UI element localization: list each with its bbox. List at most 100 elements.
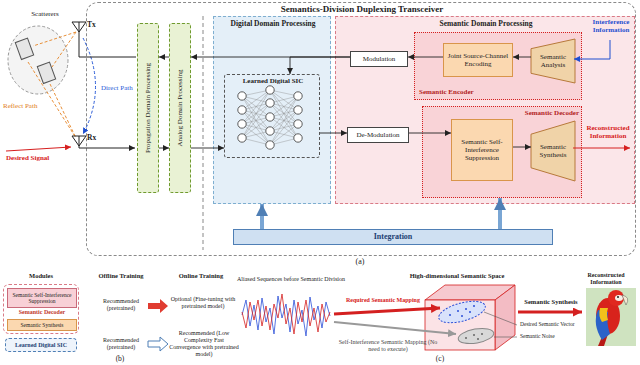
text-label: High-dimensional Semantic Space [392, 272, 522, 279]
synthesis-arrow [518, 311, 582, 314]
integration-bar: Integration [233, 229, 553, 245]
node-text: De-Modulation [356, 131, 399, 139]
offline-online-arrow [148, 299, 168, 313]
node-text: Semantic Encoder [419, 88, 509, 96]
node-text: Semantic Self-Interference Suppression [454, 138, 510, 162]
scatterer-cloud [8, 26, 68, 94]
desired-vector-cluster [436, 297, 487, 327]
semantic-noise-cluster [457, 326, 495, 346]
node-text: Semantic Synthesis [21, 322, 64, 328]
text-label: Recommended (pretrained) [94, 337, 148, 351]
signal-arrow [513, 57, 531, 58]
node-text: Semantic Synthesis [533, 143, 573, 159]
semantic-decoder-group: Semantic DecoderSemantic Self-Interferen… [422, 106, 582, 198]
node-text: Digital Domain Processing [214, 20, 332, 29]
signal-arrow [290, 57, 350, 74]
text-label: (a) [350, 257, 370, 266]
desired-vector-dots [449, 305, 475, 317]
integration-arrow [498, 198, 502, 229]
text-label: Reconstructed Information [574, 272, 638, 286]
text-label: (b) [110, 355, 130, 364]
node-text: Semantic Domain Processing [336, 20, 636, 29]
semantic-synthesis-trapezoid: Semantic Synthesis [531, 121, 575, 181]
semantic-space-side [495, 285, 515, 350]
text-label: Reflect Path [3, 102, 43, 110]
node-text: Semantic Decoder [4, 309, 80, 316]
desired-signal-arrow [6, 147, 71, 151]
rx-feed [79, 136, 135, 148]
integration-arrow [260, 204, 264, 229]
text-label: Tx [87, 21, 101, 30]
self-interference-mapping-arrow [334, 322, 456, 334]
signal-arrow [159, 148, 169, 149]
text-label: Required Semantic Mapping [346, 297, 436, 304]
transceiver-frame: Semantics-Division Duplexing Transceiver… [86, 2, 636, 256]
jscc-box: Joint Source-Channel Encoding [443, 43, 513, 77]
signal-arrow [191, 57, 350, 58]
node-text: Propagation Domain Processing [143, 23, 153, 193]
demodulation-box: De-Modulation [347, 127, 409, 143]
semantic-space-front [425, 300, 495, 350]
signal-arrow [408, 57, 443, 58]
interference-input-arrow [574, 40, 610, 59]
digital-domain-region: Digital Domain ProcessingLearned Digital… [213, 16, 331, 204]
decoder-module-group: Semantic Decoder Semantic Self-Interferen… [3, 284, 79, 334]
modulation-box: Modulation [350, 51, 408, 67]
node-text: Integration [374, 232, 413, 241]
synthesis-module-box: Semantic Synthesis [7, 319, 77, 331]
text-label: Direct Path [101, 84, 135, 92]
text-label: Offline Training [88, 272, 154, 279]
parrot-image [586, 288, 636, 346]
leader-line [484, 312, 517, 337]
text-label: Aliased Sequences before Semantic Divisi… [236, 276, 346, 283]
noise-dots [465, 333, 483, 340]
required-mapping-arrow [334, 308, 440, 314]
direct-path [83, 38, 96, 134]
scatterer [37, 62, 55, 83]
node-text: Semantics-Division Duplexing Transceiver [87, 4, 637, 14]
text-label: Self-Interference Semantic Mapping (No n… [336, 339, 440, 353]
text-label: Desired Semantic Vector [520, 321, 584, 327]
reflect-path [28, 32, 76, 138]
tx-feed [79, 22, 136, 57]
text-label: Online Training [166, 272, 236, 279]
text-label: (c) [430, 355, 450, 364]
digital-sic-block: Learned Digital SIC [224, 74, 320, 158]
node-text: Analog Domain Processing [175, 23, 185, 193]
ssis-box: Semantic Self-Interference Suppression [451, 119, 513, 181]
tx-antenna [72, 22, 86, 32]
text-label: Optional (Fine-tuning with pretrained mo… [170, 296, 236, 310]
text-label: Semantic Noise [520, 333, 584, 339]
signal-arrow [159, 57, 169, 58]
sic-module-box: Learned Digital SIC [5, 338, 77, 352]
rx-antenna [72, 136, 86, 146]
text-label: Scatterers [20, 10, 70, 18]
text-label: Rx [87, 134, 101, 143]
node-text: Modulation [363, 55, 396, 63]
nn-links [242, 90, 298, 145]
node-text: Learned Digital SIC [225, 77, 321, 85]
analog-block: Analog Domain Processing [169, 23, 191, 193]
text-label: Interference Information [588, 18, 634, 34]
aliased-waveform [242, 294, 330, 334]
text-label: Recommended (Low Complexity Fast Converg… [168, 330, 240, 358]
text-label: Semantic Synthesis [520, 298, 582, 305]
signal-arrow [513, 147, 531, 148]
nn-neurons [238, 86, 302, 149]
signal-arrow [409, 133, 451, 134]
semantic-domain-region: Semantic Domain ProcessingModulationSema… [335, 16, 635, 204]
node-text: Semantic Analysis [533, 53, 573, 69]
text-label: Modules [6, 272, 76, 279]
semantic-space-top [425, 285, 515, 300]
offline-online-arrow [148, 337, 168, 351]
text-label: Desired Signal [6, 154, 72, 162]
text-label: Recommended (pretrained) [94, 298, 148, 312]
node-text: Joint Source-Channel Encoding [446, 52, 510, 68]
aliased-waveform [242, 296, 330, 336]
ssis-module-box: Semantic Self-Interference Suppression [7, 288, 77, 308]
text-label: Reconstructed Information [584, 124, 632, 140]
semantic-analysis-trapezoid: Semantic Analysis [531, 39, 575, 83]
reconstructed-output-arrow [573, 148, 630, 149]
node-text: Semantic Self-Interference Suppression [10, 292, 74, 305]
